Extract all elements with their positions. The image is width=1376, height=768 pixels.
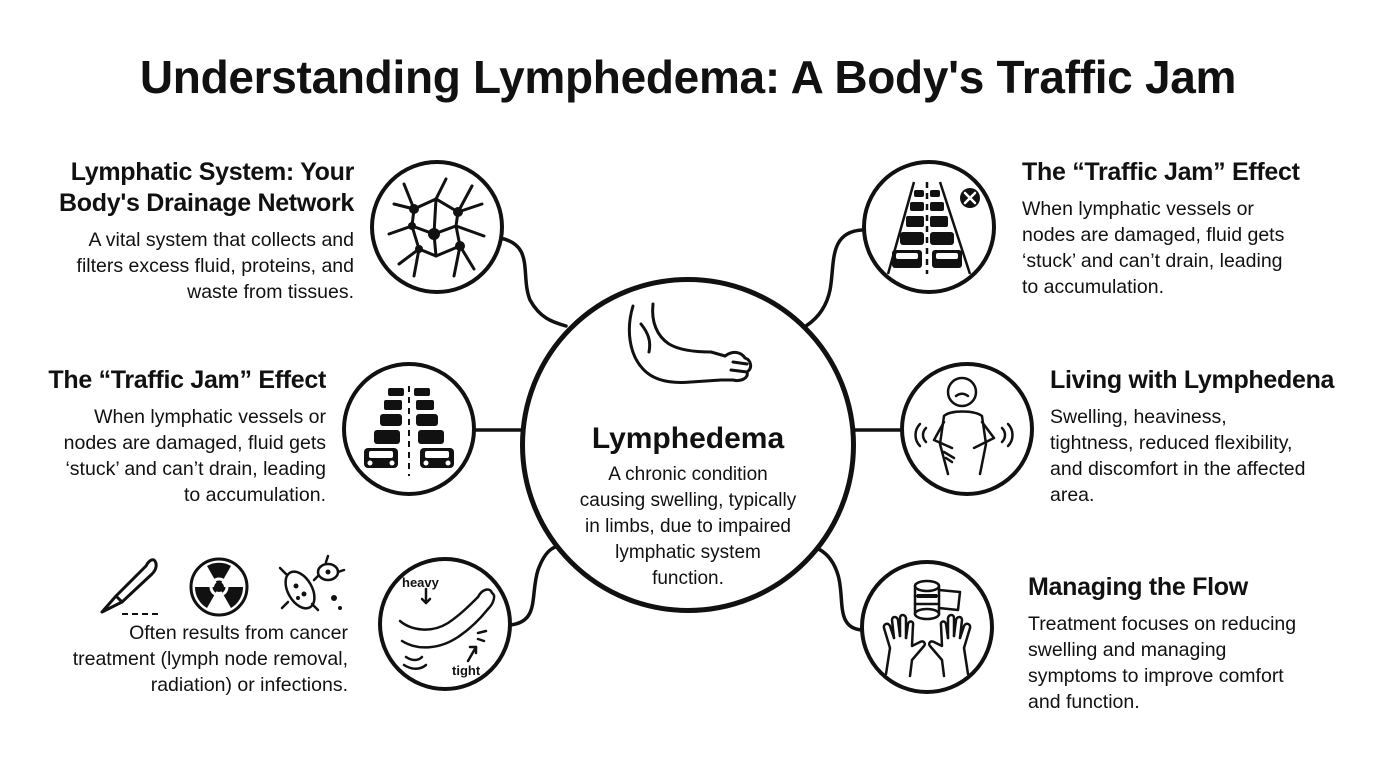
lymphatic-system-description: A vital system that collects and filters… <box>76 229 354 303</box>
block-traffic-jam-left: The “Traffic Jam” Effect When lymphatic … <box>26 365 326 508</box>
center-description: A chronic condition causing swelling, ty… <box>579 464 797 589</box>
traffic-jam-left-description: When lymphatic vessels or nodes are dama… <box>63 406 326 506</box>
node-managing-flow <box>860 560 994 694</box>
causes-description: Often results from cancer treatment (lym… <box>72 622 348 696</box>
block-managing-flow: Managing the Flow Treatment focuses on r… <box>1028 572 1358 715</box>
center-title: Lymphedema <box>591 422 785 455</box>
living-with-heading: Living with Lymphedena <box>1050 366 1335 394</box>
node-traffic-jam-right <box>862 160 996 294</box>
scalpel-icon <box>100 558 158 615</box>
traffic-jam-left-heading: The “Traffic Jam” Effect <box>48 366 326 394</box>
lymphatic-system-heading: Lymphatic System: Your Body's Drainage N… <box>59 158 354 217</box>
page-title: Understanding Lymphedema: A Body's Traff… <box>139 51 1237 103</box>
tight-label: tight <box>452 663 481 678</box>
bacteria-icon <box>278 554 346 612</box>
node-lymphatic-system <box>370 160 504 294</box>
block-traffic-jam-right: The “Traffic Jam” Effect When lymphatic … <box>1022 157 1352 300</box>
traffic-jam-right-heading: The “Traffic Jam” Effect <box>1022 158 1300 186</box>
node-living-with <box>900 362 1034 496</box>
block-living-with: Living with Lymphedena Swelling, heavine… <box>1050 365 1360 508</box>
managing-flow-heading: Managing the Flow <box>1028 573 1248 601</box>
traffic-jam-right-description: When lymphatic vessels or nodes are dama… <box>1022 198 1285 298</box>
radiation-icon <box>189 557 249 617</box>
node-traffic-jam-left <box>342 362 476 496</box>
flexed-arm-icon <box>627 302 753 384</box>
node-swollen-arm: heavy tight <box>378 557 512 691</box>
lymph-network-icon <box>387 177 486 278</box>
managing-flow-description: Treatment focuses on reducing swelling a… <box>1028 613 1297 713</box>
heavy-label: heavy <box>402 575 440 590</box>
bandage-hands-icon <box>882 579 972 678</box>
living-with-description: Swelling, heaviness, tightness, reduced … <box>1050 406 1306 506</box>
swollen-arm-icon: heavy tight <box>398 575 496 678</box>
block-causes: Often results from cancer treatment (lym… <box>8 620 348 698</box>
traffic-jam-icon <box>364 386 454 476</box>
blocked-road-icon <box>886 181 980 275</box>
block-lymphatic-system: Lymphatic System: Your Body's Drainage N… <box>14 157 354 305</box>
center-node: Lymphedema A chronic condition causing s… <box>520 277 856 613</box>
discomfort-person-icon <box>914 376 1014 476</box>
